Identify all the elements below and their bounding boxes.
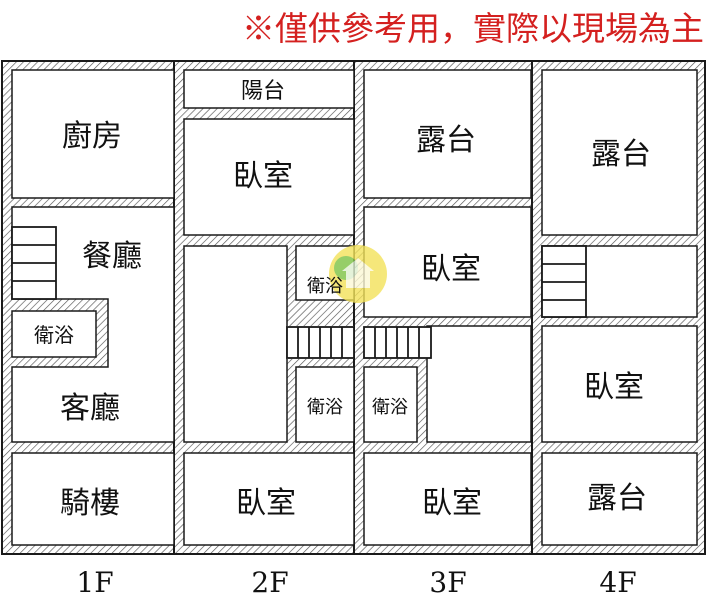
label-3f-bedroom-bottom: 臥室 <box>422 486 482 521</box>
label-2f-bath-upper: 衛浴 <box>307 276 343 297</box>
label-2f-bath-lower: 衛浴 <box>307 397 343 418</box>
stairs-3f <box>363 326 432 359</box>
room-4f-terrace-top <box>541 69 698 236</box>
room-2f-balcony <box>183 69 355 109</box>
label-1f-living: 客廳 <box>60 391 120 426</box>
room-1f-kitchen <box>11 69 175 199</box>
label-1f-dining: 餐廳 <box>82 239 142 274</box>
room-3f-bedroom-mid <box>363 206 532 318</box>
label-4f-terrace-bottom: 露台 <box>587 481 647 516</box>
watermark-logo-icon <box>329 245 387 303</box>
label-2f-balcony: 陽台 <box>241 79 285 104</box>
label-3f-bath: 衛浴 <box>372 397 408 418</box>
label-1f-bath: 衛浴 <box>34 323 74 347</box>
room-3f-terrace <box>363 69 532 199</box>
room-3f-room-right <box>426 325 532 443</box>
room-2f-bath-lower <box>295 366 355 443</box>
room-1f-arcade <box>11 452 175 546</box>
label-2f-bedroom-bottom: 臥室 <box>236 486 296 521</box>
room-3f-bath <box>363 366 418 443</box>
label-4f-terrace-top: 露台 <box>591 137 651 172</box>
room-3f-bedroom-bottom <box>363 452 532 546</box>
room-2f-corridor <box>183 245 288 443</box>
room-4f-bedroom <box>541 325 698 443</box>
floor-label-1f: 1F <box>76 566 113 599</box>
stairs-1f <box>11 226 57 300</box>
room-2f-bedroom-top <box>183 118 355 236</box>
floor-label-3f: 3F <box>429 566 466 599</box>
stairs-4f <box>541 245 587 318</box>
label-2f-bedroom-top: 臥室 <box>233 159 293 194</box>
label-1f-kitchen: 廚房 <box>62 119 122 154</box>
floor-label-2f: 2F <box>251 566 288 599</box>
label-4f-bedroom: 臥室 <box>584 370 644 405</box>
floor-label-4f: 4F <box>599 566 636 599</box>
label-3f-terrace: 露台 <box>416 123 476 158</box>
disclaimer-text: ※僅供參考用，實際以現場為主 <box>242 9 704 48</box>
room-4f-terrace-bottom <box>541 452 698 546</box>
label-3f-bedroom-mid: 臥室 <box>421 252 481 287</box>
stairs-2f <box>286 326 355 359</box>
room-2f-bedroom-bottom <box>183 452 355 546</box>
room-1f-bath <box>11 310 97 358</box>
label-1f-arcade: 騎樓 <box>60 486 120 521</box>
